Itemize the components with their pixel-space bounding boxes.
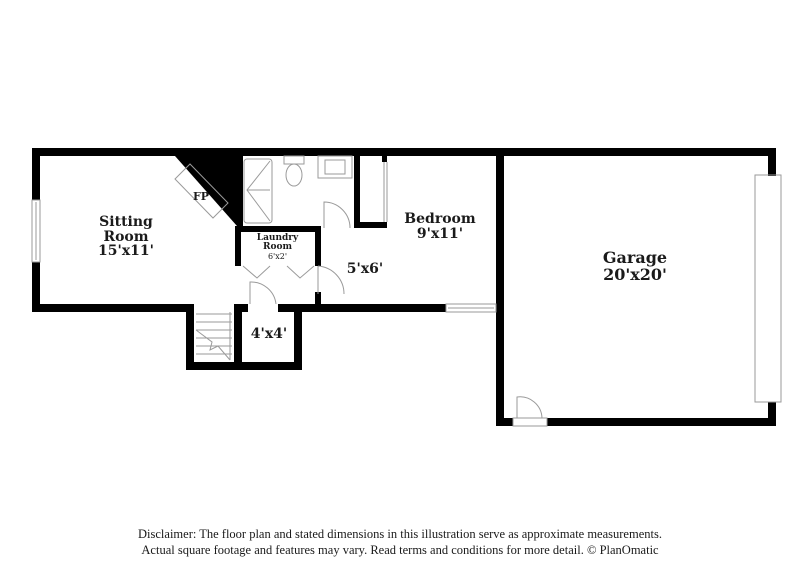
disclaimer-line-2: Actual square footage and features may v…	[141, 543, 659, 557]
garage-label: Garage 20'x20'	[585, 248, 685, 284]
room-name: Room	[103, 228, 149, 245]
closet-label: 4'x4'	[250, 326, 288, 342]
fireplace-label: FP	[192, 190, 210, 203]
room-name: Garage	[602, 248, 668, 267]
room-name: Bedroom	[404, 211, 476, 227]
room-dimensions: 15'x11'	[98, 243, 154, 260]
bedroom-label: Bedroom 9'x11'	[395, 212, 485, 241]
room-dimensions: 6'x2'	[267, 251, 288, 261]
sitting-room-label: Sitting Room 15'x11'	[86, 215, 166, 259]
room-dimensions: 20'x20'	[603, 264, 667, 284]
hall-label: 5'x6'	[346, 261, 384, 277]
disclaimer: Disclaimer: The floor plan and stated di…	[0, 526, 800, 558]
laundry-room-label: Laundry Room 6'x2'	[245, 233, 310, 261]
fixtures	[31, 155, 782, 427]
room-name: Sitting	[99, 214, 153, 230]
disclaimer-line-1: Disclaimer: The floor plan and stated di…	[138, 527, 662, 541]
walls	[32, 148, 776, 426]
room-dimensions: 9'x11'	[416, 225, 464, 242]
room-name: Room	[262, 242, 292, 253]
room-name: Laundry	[256, 233, 299, 243]
